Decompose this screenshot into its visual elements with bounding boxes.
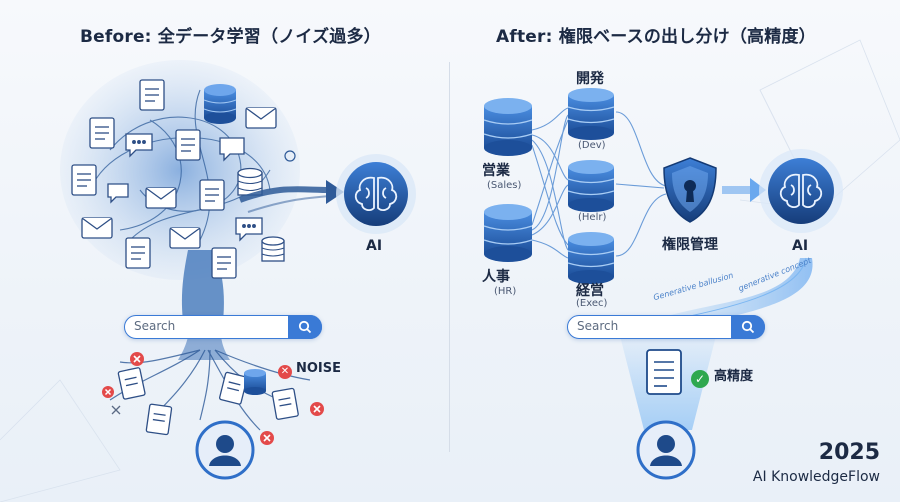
left-search-placeholder: Search <box>134 319 176 333</box>
left-document-icons <box>71 79 299 436</box>
noise-label: ✕ NOISE <box>278 361 341 379</box>
right-flow-arrow <box>722 178 766 202</box>
right-search-placeholder: Search <box>577 319 619 333</box>
right-search-button[interactable] <box>731 315 765 339</box>
department-connection-lines <box>531 107 667 259</box>
dept-dev-sub: (Dev) <box>578 140 606 151</box>
department-databases <box>483 88 615 284</box>
dept-dev-name: 開発 <box>576 71 604 87</box>
permission-label: 権限管理 <box>662 237 718 253</box>
noise-x-icon: ✕ <box>278 365 292 379</box>
right-user-avatar <box>636 420 696 480</box>
accuracy-text: 高精度 <box>714 369 754 384</box>
search-icon <box>741 320 755 334</box>
right-ai-label: AI <box>792 238 809 254</box>
before-title: Before: 全データ学習（ノイズ過多） <box>80 27 381 47</box>
left-ai-label: AI <box>366 238 383 254</box>
left-database-icons <box>203 84 285 395</box>
dept-helr-sub: (Helr) <box>578 212 607 223</box>
right-search-bar[interactable]: Search <box>567 315 765 339</box>
noise-reject-marks <box>102 352 324 445</box>
dept-exec-name: 経営 <box>576 283 604 299</box>
after-title: After: 権限ベースの出し分け（高精度） <box>496 27 816 47</box>
year-label: 2025 <box>818 440 880 465</box>
permission-shield-icon <box>663 157 717 223</box>
left-flow-arrow <box>238 150 344 213</box>
search-icon <box>298 320 312 334</box>
left-ai-node <box>336 154 416 234</box>
dept-hr-sub: (HR) <box>494 286 517 297</box>
brand-label: AI KnowledgeFlow <box>752 469 880 485</box>
dept-exec-sub: (Exec) <box>576 298 608 309</box>
result-document-icon <box>646 349 682 395</box>
left-search-button[interactable] <box>288 315 322 339</box>
accuracy-label: ✓ 高精度 <box>691 365 753 388</box>
noise-text: NOISE <box>296 361 342 376</box>
right-ai-node <box>759 149 843 233</box>
panel-divider <box>449 62 450 452</box>
left-search-bar[interactable]: Search <box>124 315 322 339</box>
dept-hr-name: 人事 <box>482 269 510 285</box>
left-mail-icons <box>81 107 277 249</box>
dept-sales-name: 営業 <box>482 163 510 179</box>
generative-stream <box>660 257 813 330</box>
check-icon: ✓ <box>691 370 709 388</box>
dept-sales-sub: (Sales) <box>487 180 522 191</box>
left-user-avatar <box>195 420 255 480</box>
